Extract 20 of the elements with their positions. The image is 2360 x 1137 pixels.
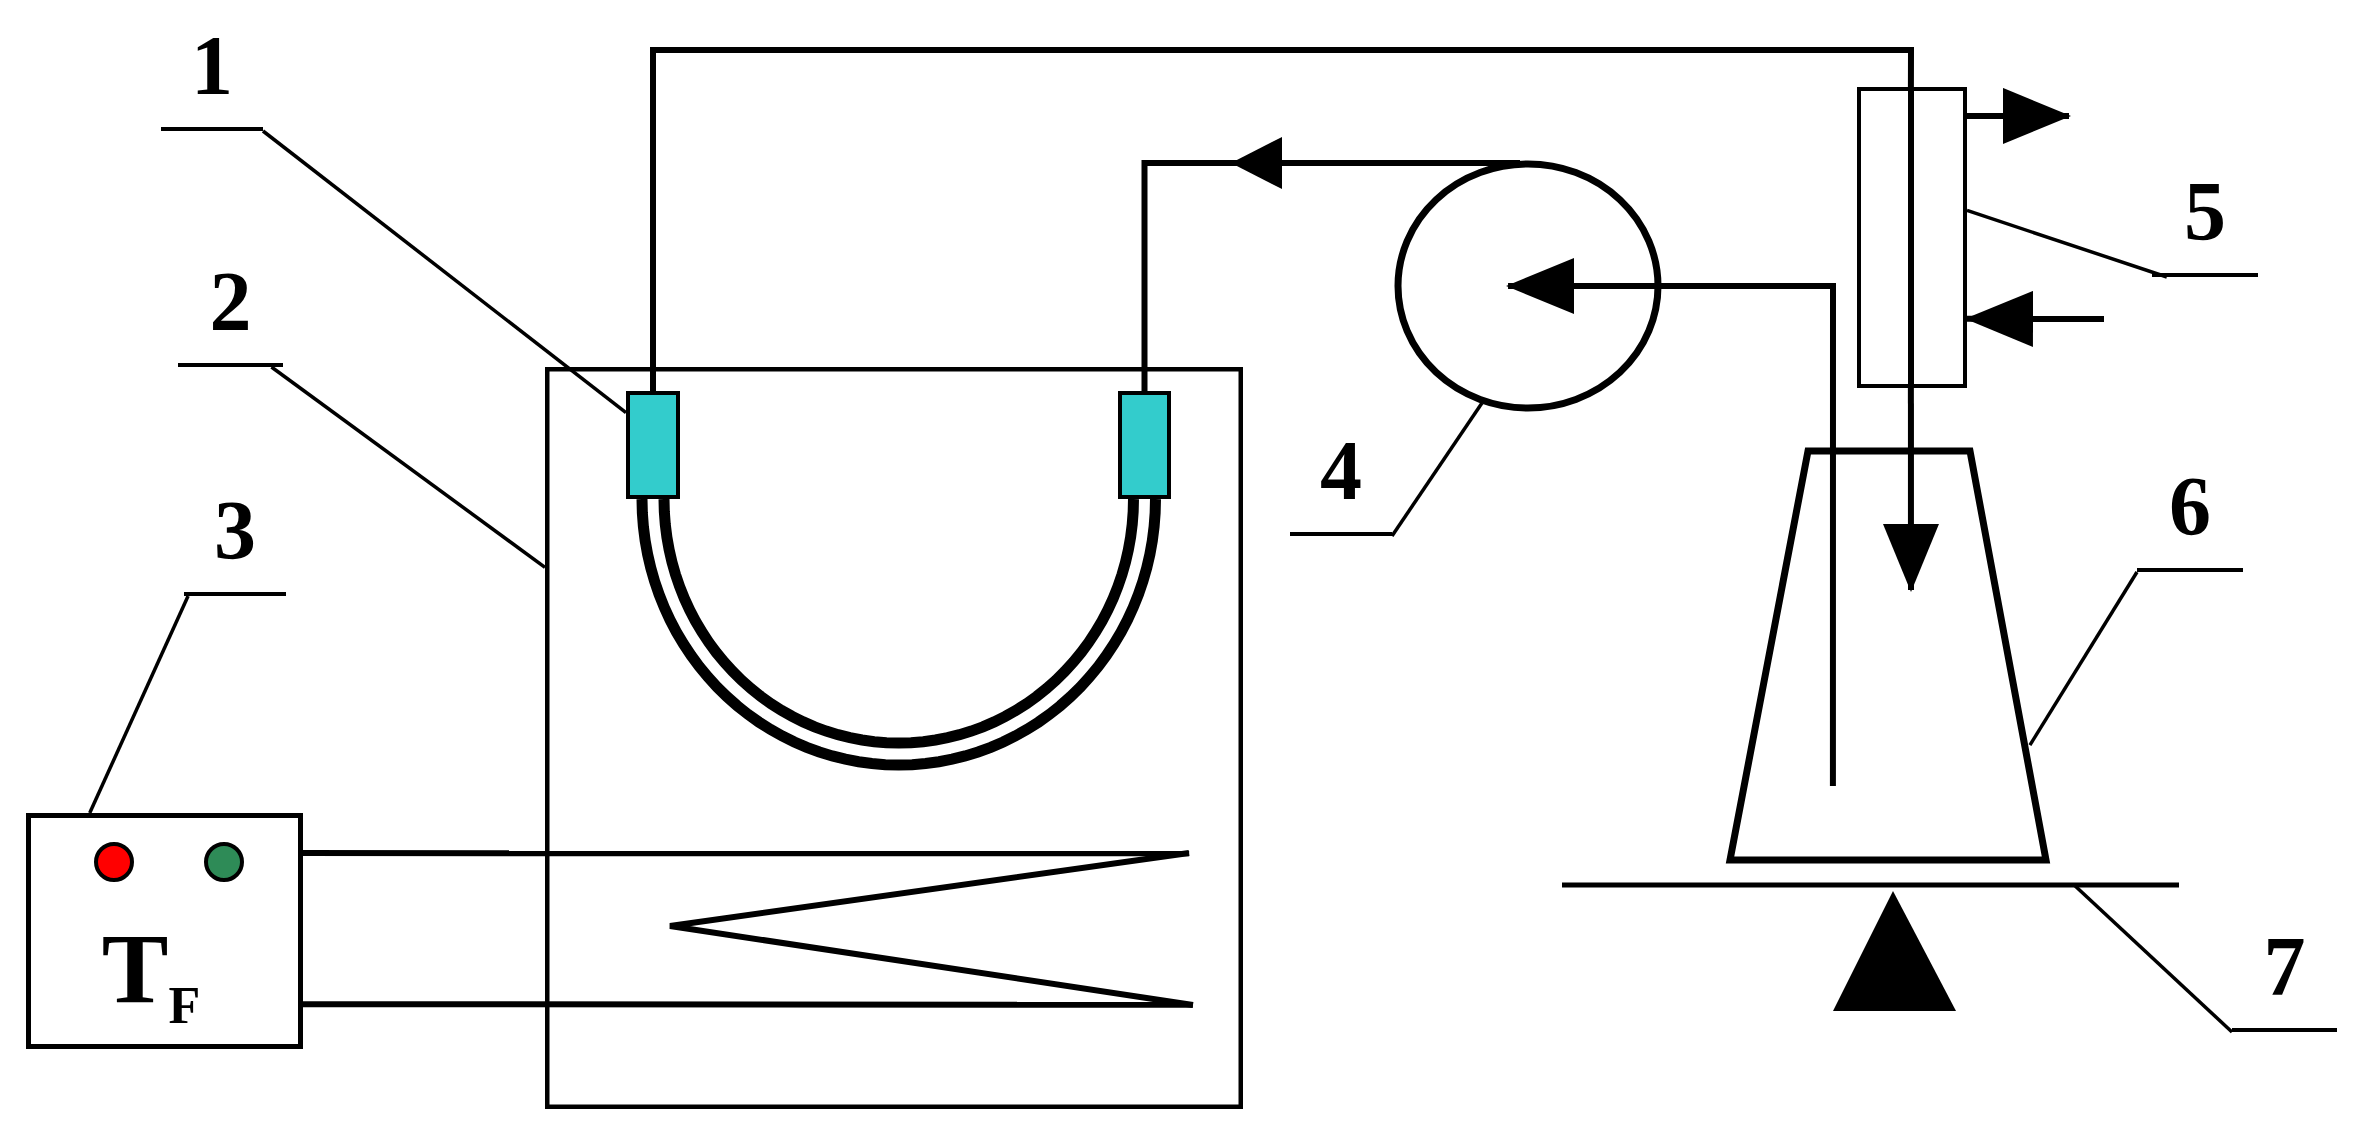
flow-arrow: [1967, 87, 2071, 144]
pipe-line: [650, 47, 1914, 391]
leader-line: [1390, 402, 1484, 537]
leader-line: [88, 595, 190, 814]
leader-line: [270, 365, 547, 569]
callout-number: 3: [184, 486, 286, 596]
leader-line: [1966, 208, 2168, 279]
callout-number: 1: [161, 21, 263, 131]
callout-number: 5: [2152, 167, 2258, 277]
flow-arrow: [1882, 388, 1939, 593]
controller-label: T$_{F}$: [100, 914, 202, 1036]
leader-line: [2028, 571, 2139, 747]
leader-line: [261, 129, 628, 414]
controller-box: [26, 813, 303, 1049]
pipe-line: [303, 1001, 1193, 1008]
callout-number: 4: [1290, 426, 1392, 536]
callout-number: 6: [2137, 462, 2243, 572]
flow-arrow: [1965, 290, 2104, 347]
callout-number: 7: [2232, 922, 2337, 1032]
callout-number: 2: [178, 257, 283, 367]
